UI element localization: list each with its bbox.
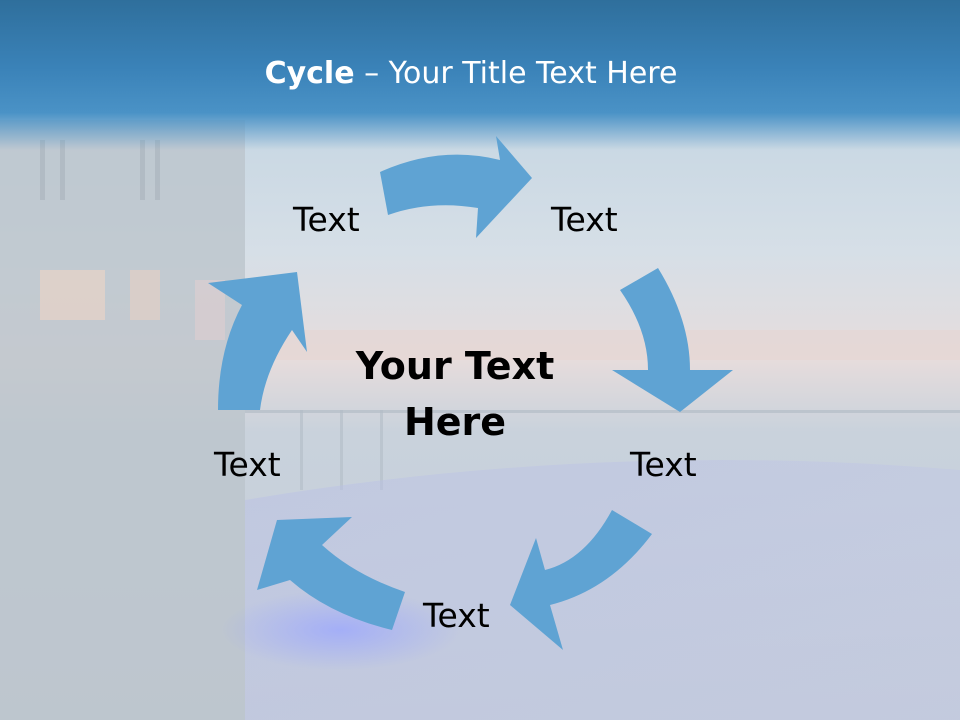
cycle-arrow-bottom-right [510,510,652,650]
cycle-arrow-left [208,272,307,410]
title-rest-part: – Your Title Text Here [354,56,678,91]
slide-title: Cycle – Your Title Text Here [0,52,942,96]
title-band [0,0,960,150]
cycle-node-bottom: Text [423,596,490,635]
cycle-node-top-right: Text [551,200,618,239]
cycle-node-right: Text [630,445,697,484]
cycle-node-left: Text [214,445,281,484]
title-bold-part: Cycle [264,56,355,91]
cycle-arrow-top [380,136,532,238]
center-text: Your Text Here [355,344,555,444]
cycle-node-top-left: Text [293,200,360,239]
cycle-arrow-right [612,268,733,412]
cycle-arrow-bottom-left [257,517,405,630]
